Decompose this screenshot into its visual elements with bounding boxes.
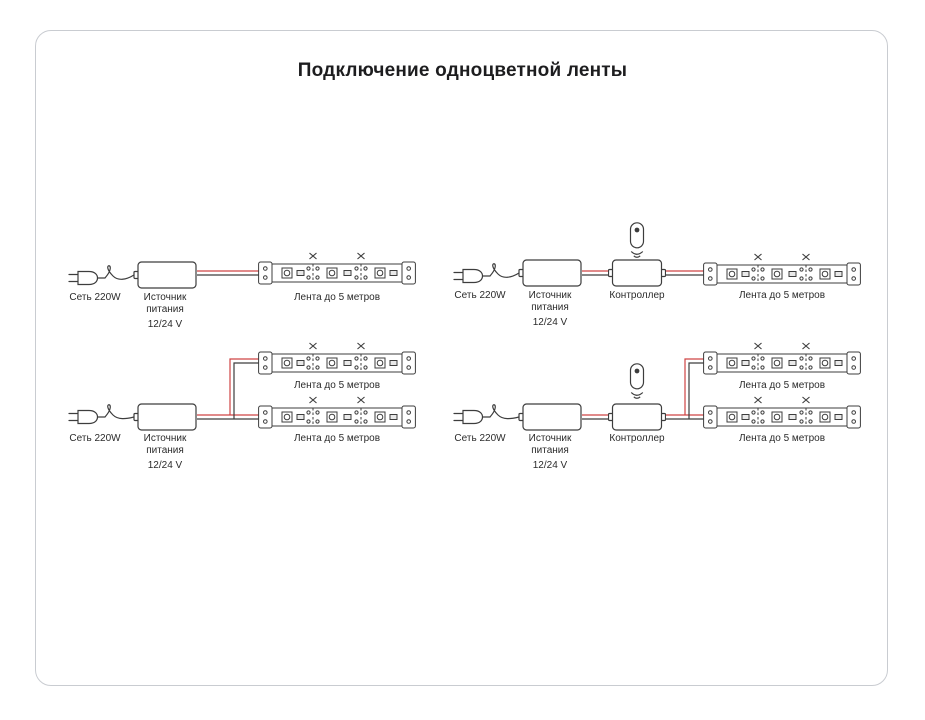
diagram-psu-two-strips: Лента до 5 метров Сеть 220W Источник пит… <box>60 340 430 480</box>
page-title: Подключение одноцветной ленты <box>297 60 628 81</box>
wire-positive <box>582 358 711 416</box>
remote-icon <box>629 363 645 399</box>
led-strip-icon <box>703 342 861 375</box>
remote-icon <box>629 222 645 258</box>
strip-label: Лента до 5 метров <box>738 380 826 391</box>
diagram-scene <box>68 342 416 431</box>
wire-negative <box>197 362 266 420</box>
strip-label: Лента до 5 метров <box>738 433 826 444</box>
controller-icon <box>608 403 666 431</box>
power-cable <box>104 404 135 420</box>
mains-label: Сеть 220W <box>69 292 121 303</box>
diagram-psu-strip: Сеть 220W Источник питания 12/24 V Лента… <box>60 252 430 372</box>
power-cable <box>104 265 135 280</box>
plug-icon <box>68 270 106 286</box>
diagram-psu-controller-strip: Сеть 220W Источник питания 12/24 V Контр… <box>445 222 880 372</box>
mains-label: Сеть 220W <box>454 433 506 444</box>
power-supply-label: Источник питания 12/24 V <box>143 292 187 331</box>
strip-label: Лента до 5 метров <box>738 290 826 301</box>
power-supply-label: Источник питания 12/24 V <box>143 433 187 472</box>
plug-icon <box>68 409 106 425</box>
power-supply-icon <box>133 261 197 289</box>
power-cable <box>489 404 520 420</box>
power-supply-icon <box>518 403 582 431</box>
diagram-scene <box>453 222 861 287</box>
strip-label: Лента до 5 метров <box>293 380 381 391</box>
diagram-scene <box>453 342 861 431</box>
led-strip-icon <box>703 396 861 429</box>
power-cable <box>489 263 520 278</box>
diagram-scene <box>68 252 416 289</box>
mains-label: Сеть 220W <box>454 290 506 301</box>
power-supply-icon <box>518 259 582 287</box>
power-supply-icon <box>133 403 197 431</box>
strip-label: Лента до 5 метров <box>293 433 381 444</box>
wire-positive <box>197 358 266 416</box>
power-supply-label: Источник питания 12/24 V <box>528 433 572 472</box>
mains-label: Сеть 220W <box>69 433 121 444</box>
led-strip-icon <box>258 342 416 375</box>
controller-label: Контроллер <box>609 433 665 444</box>
power-supply-label: Источник питания 12/24 V <box>528 290 572 329</box>
plug-icon <box>453 268 491 284</box>
diagram-psu-controller-two-strips: Лента до 5 метров Сеть 220W Источник пит… <box>445 340 880 480</box>
plug-icon <box>453 409 491 425</box>
strip-label: Лента до 5 метров <box>293 292 381 303</box>
controller-icon <box>608 259 666 287</box>
led-strip-icon <box>258 396 416 429</box>
led-strip-icon <box>703 253 861 286</box>
controller-label: Контроллер <box>609 290 665 301</box>
led-strip-icon <box>258 252 416 285</box>
